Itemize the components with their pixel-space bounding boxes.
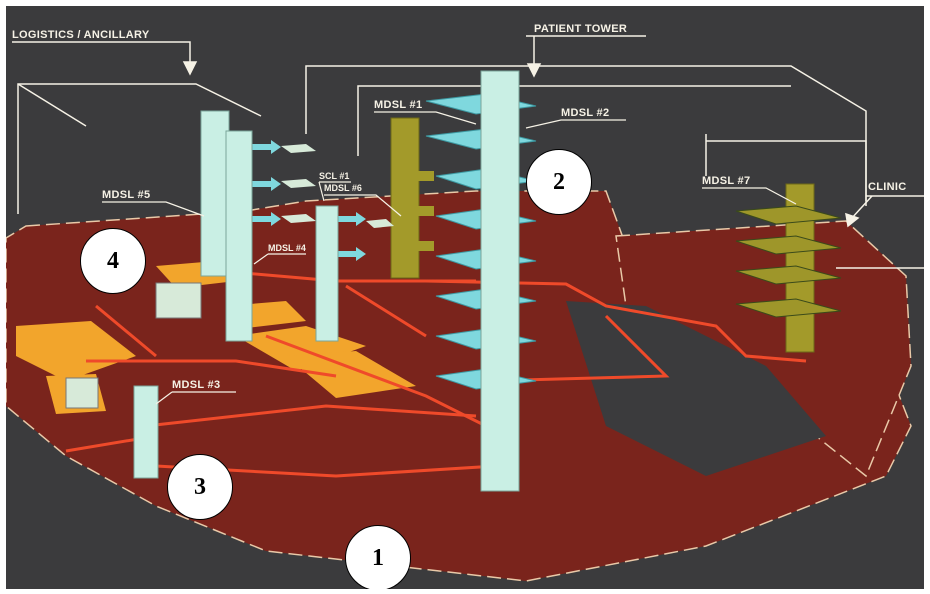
- label-mdsl5: MDSL #5: [102, 189, 150, 201]
- logistics-arrows: [246, 140, 394, 261]
- label-clinic: CLINIC: [868, 181, 906, 193]
- building-outlines: [17, 65, 924, 269]
- labels: LOGISTICS / ANCILLARY PATIENT TOWER CLIN…: [12, 23, 906, 391]
- label-mdsl2: MDSL #2: [561, 107, 609, 119]
- olive-shafts: [390, 117, 842, 353]
- label-mdsl6: MDSL #6: [324, 183, 362, 193]
- label-mdsl3: MDSL #3: [172, 379, 220, 391]
- label-scl1: SCL #1: [319, 171, 349, 181]
- label-patient-tower: PATIENT TOWER: [534, 23, 627, 35]
- label-mdsl7: MDSL #7: [702, 175, 750, 187]
- label-mdsl1: MDSL #1: [374, 99, 422, 111]
- diagram-frame: LOGISTICS / ANCILLARY PATIENT TOWER CLIN…: [6, 6, 924, 589]
- marker-3: 3: [167, 454, 233, 520]
- label-logistics: LOGISTICS / ANCILLARY: [12, 29, 150, 41]
- transport-routes: [65, 269, 807, 478]
- marker-4: 4: [80, 228, 146, 294]
- title-arrows: [12, 35, 924, 228]
- marker-2: 2: [526, 149, 592, 215]
- label-mdsl4: MDSL #4: [268, 243, 306, 253]
- hospital-transport-diagram: LOGISTICS / ANCILLARY PATIENT TOWER CLIN…: [6, 23, 924, 582]
- light-shafts: [133, 70, 520, 492]
- marker-1: 1: [345, 525, 411, 589]
- label-leaders: [102, 111, 797, 405]
- floor-gap: [566, 301, 826, 476]
